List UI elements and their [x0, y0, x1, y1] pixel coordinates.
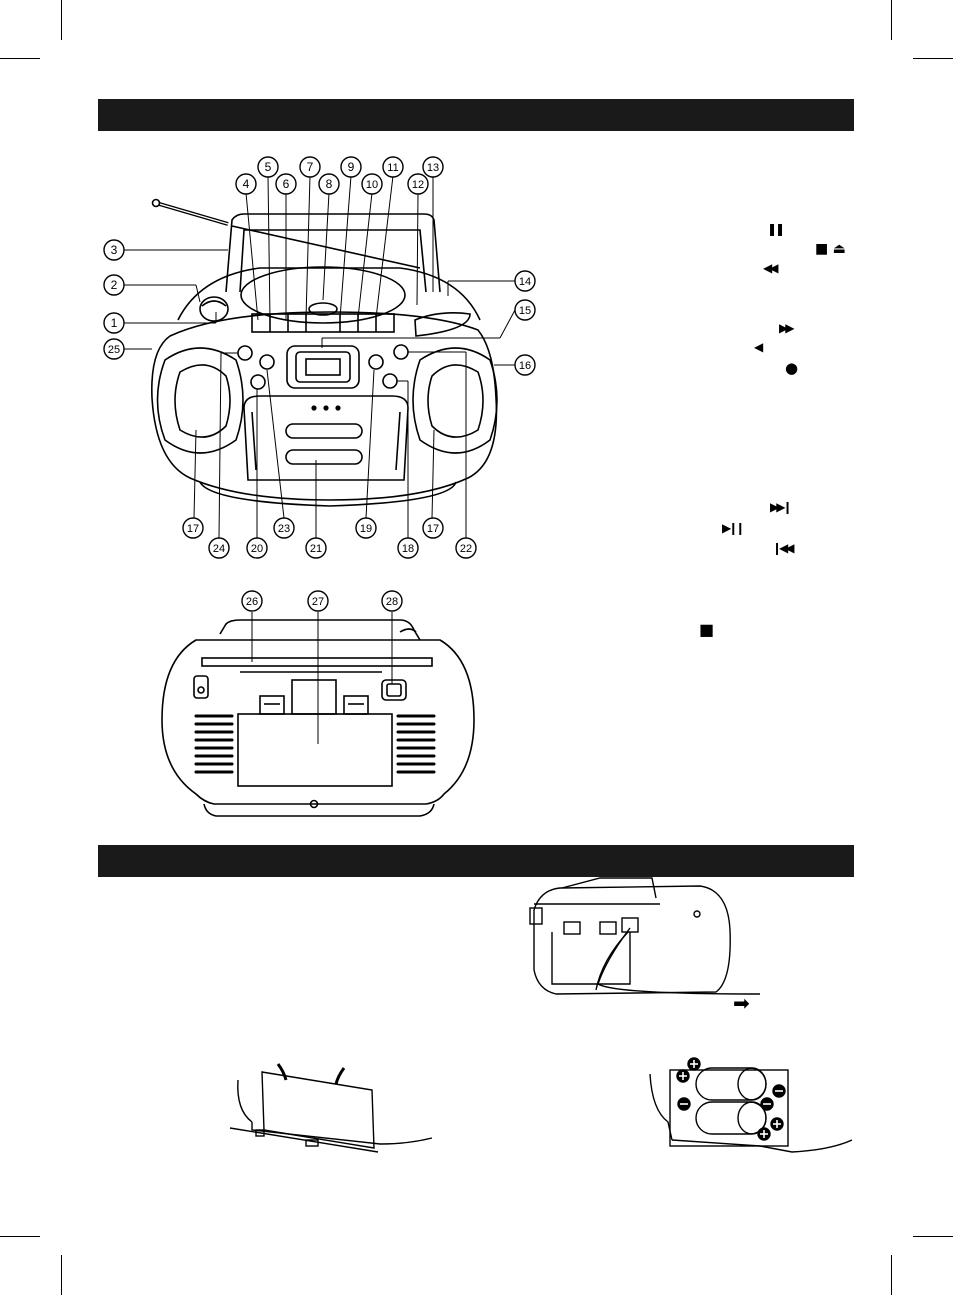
- callout-number: 22: [460, 543, 472, 555]
- callout-number: 1: [111, 316, 118, 330]
- section-header-bar: [98, 845, 854, 877]
- callout-number: 11: [387, 162, 398, 174]
- left-arrow-icon: ◀: [754, 340, 764, 354]
- stop-icon: ■: [699, 620, 715, 639]
- callout-number: 28: [386, 596, 398, 608]
- crop-mark: [913, 1236, 953, 1237]
- callout-number: 21: [310, 543, 322, 555]
- callout-number: 4: [243, 177, 250, 191]
- callout-number: 26: [246, 596, 258, 608]
- pause-icon: ❚❚: [767, 222, 785, 236]
- callout-number: 7: [307, 160, 314, 174]
- next-track-icon: ▶▶❙: [770, 500, 792, 514]
- callout-number: 19: [360, 523, 372, 535]
- front-callout-numbers: 1 2 3 4 5 6 7 8 9 10 11 12 13 14 15 16 1…: [108, 160, 531, 555]
- crop-mark: [0, 1236, 40, 1237]
- crop-mark: [61, 0, 62, 40]
- callout-number: 3: [111, 243, 118, 257]
- fast-forward-icon: ▶▶: [779, 321, 795, 335]
- stop-eject-icon: ■ ⏏: [815, 241, 846, 257]
- callout-number: 8: [326, 177, 333, 191]
- callout-number: 27: [312, 596, 324, 608]
- callout-number: 10: [366, 179, 378, 191]
- callout-number: 9: [348, 160, 355, 174]
- section-header-bar: [98, 99, 854, 131]
- callout-number: 17: [187, 523, 199, 535]
- rewind-icon: ◀◀: [763, 261, 779, 275]
- callout-number: 23: [278, 523, 290, 535]
- callout-number: 5: [265, 160, 272, 174]
- back-callout-numbers: 26 27 28: [246, 596, 398, 608]
- previous-track-icon: ❙◀◀: [772, 541, 794, 555]
- callout-number: 2: [111, 278, 118, 292]
- record-icon: ●: [785, 359, 799, 377]
- callout-number: 18: [402, 543, 414, 555]
- crop-mark: [891, 1255, 892, 1295]
- play-pause-icon: ▶❙❙: [722, 521, 745, 535]
- crop-mark: [0, 58, 40, 59]
- back-view-illustration: [161, 590, 475, 817]
- callout-number: 20: [251, 543, 263, 555]
- callout-number: 17: [427, 523, 439, 535]
- callout-number: 13: [427, 162, 439, 174]
- callout-number: 14: [519, 276, 531, 288]
- front-view-illustration: [124, 175, 516, 539]
- crop-mark: [61, 1255, 62, 1295]
- callout-number: 15: [519, 305, 531, 317]
- callout-number: 16: [519, 360, 531, 372]
- callout-number: 24: [213, 543, 225, 555]
- crop-mark: [913, 58, 953, 59]
- callout-number: 12: [412, 179, 424, 191]
- arrow-right-icon: ➡: [733, 991, 750, 1015]
- crop-mark: [891, 0, 892, 40]
- callout-number: 25: [108, 344, 120, 356]
- callout-number: 6: [283, 177, 290, 191]
